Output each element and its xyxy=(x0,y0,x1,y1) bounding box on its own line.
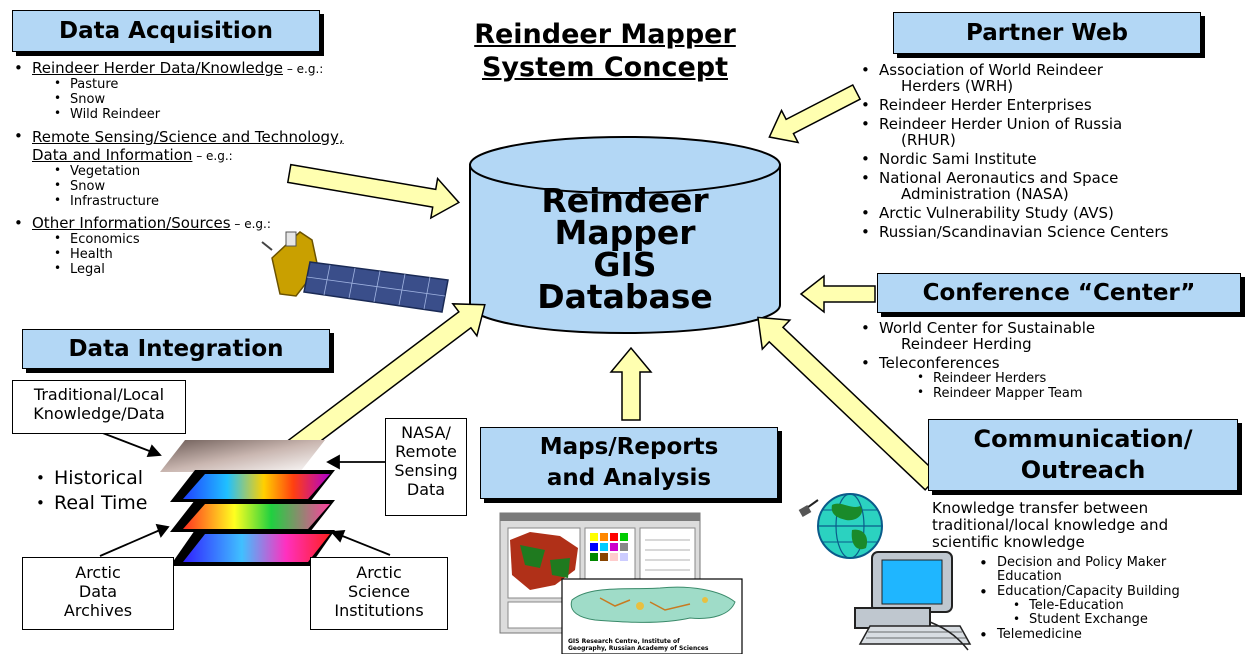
pointer-institutions xyxy=(339,534,391,556)
communication-outreach-heading: Communication/ Outreach xyxy=(928,419,1238,491)
partner-item: Arctic Vulnerability Study (AVS) xyxy=(857,205,1168,221)
arctic-data-archives-label: Arctic Data Archives xyxy=(22,557,174,630)
pointer-traditional xyxy=(99,431,153,453)
database-line-1: Reindeer xyxy=(541,181,709,220)
acquisition-group-remote-sensing: Remote Sensing/Science and Technology, D… xyxy=(10,128,344,209)
data-acquisition-heading: Data Acquisition xyxy=(12,10,320,52)
list-item: Reindeer Herders xyxy=(913,370,1095,386)
diagram-title: Reindeer Mapper System Concept xyxy=(420,18,790,84)
list-item: Legal xyxy=(50,261,344,277)
database-cylinder xyxy=(469,136,781,334)
traditional-knowledge-label: Traditional/Local Knowledge/Data xyxy=(12,380,186,434)
communication-intro: Knowledge transfer between traditional/l… xyxy=(932,499,1169,551)
title-line-1: Reindeer Mapper xyxy=(474,19,736,50)
outreach-item: Decision and Policy Maker Education xyxy=(975,556,1180,584)
maps-reports-heading: Maps/Reports and Analysis xyxy=(480,427,778,499)
database-line-3: GIS xyxy=(593,245,657,284)
computer-icon xyxy=(854,551,972,651)
communication-list: Decision and Policy Maker Education Educ… xyxy=(975,556,1180,643)
list-item: Pasture xyxy=(50,76,344,92)
partner-item: Reindeer Herder Enterprises xyxy=(857,97,1168,113)
conference-center-heading: Conference “Center” xyxy=(877,273,1241,313)
integration-modes-list: Historical Real Time xyxy=(32,466,148,516)
database-line-2: Mapper xyxy=(554,213,696,252)
conference-item: Teleconferences Reindeer Herders Reindee… xyxy=(857,355,1095,401)
list-item: Health xyxy=(50,246,344,262)
partner-item: Russian/Scandinavian Science Centers xyxy=(857,224,1168,240)
outreach-item: Education/Capacity Building Tele-Educati… xyxy=(975,585,1180,627)
arrow-partner-to-db xyxy=(768,83,862,144)
data-integration-heading: Data Integration xyxy=(22,329,330,369)
list-item: Reindeer Mapper Team xyxy=(913,385,1095,401)
russia-map-image xyxy=(561,578,743,654)
acquisition-group-herder: Reindeer Herder Data/Knowledge – e.g.: P… xyxy=(10,60,344,122)
database-label: Reindeer Mapper GIS Database xyxy=(480,181,770,316)
database-line-4: Database xyxy=(537,277,713,316)
list-item: Student Exchange xyxy=(1009,612,1180,627)
partner-item: National Aeronautics and SpaceAdministra… xyxy=(857,170,1168,202)
list-item: Tele-Education xyxy=(1009,598,1180,613)
title-line-2: System Concept xyxy=(481,52,728,83)
map-caption: GIS Research Centre, Institute of Geogra… xyxy=(568,638,709,652)
list-item: Infrastructure xyxy=(50,193,344,209)
pointer-archives xyxy=(99,529,161,557)
partner-item: Nordic Sami Institute xyxy=(857,151,1168,167)
partner-web-heading: Partner Web xyxy=(893,12,1201,54)
arctic-science-institutions-label: Arctic Science Institutions xyxy=(310,557,448,630)
list-item: Economics xyxy=(50,231,344,247)
list-item: Snow xyxy=(50,178,344,194)
outreach-item: Telemedicine xyxy=(975,628,1180,643)
list-item: Historical xyxy=(32,466,148,491)
conference-list: World Center for Sustainable Reindeer He… xyxy=(857,320,1095,401)
list-item: Vegetation xyxy=(50,163,344,179)
list-item: Wild Reindeer xyxy=(50,106,344,122)
arrow-conference-to-db xyxy=(799,274,876,314)
conference-item: World Center for Sustainable Reindeer He… xyxy=(857,320,1095,352)
globe-icon xyxy=(798,493,883,559)
nasa-data-label: NASA/ Remote Sensing Data xyxy=(385,418,467,516)
list-item: Snow xyxy=(50,91,344,107)
arrow-maps-to-db xyxy=(609,346,653,421)
arrow-outreach-to-db xyxy=(757,316,940,491)
remote-sensing-layers-image xyxy=(160,440,335,566)
acquisition-group-other: Other Information/Sources – e.g.: Econom… xyxy=(10,215,344,277)
list-item: Real Time xyxy=(32,491,148,516)
data-acquisition-list: Reindeer Herder Data/Knowledge – e.g.: P… xyxy=(10,60,344,277)
arrow-integration-to-db xyxy=(280,303,486,463)
partner-item: Reindeer Herder Union of Russia(RHUR) xyxy=(857,116,1168,148)
